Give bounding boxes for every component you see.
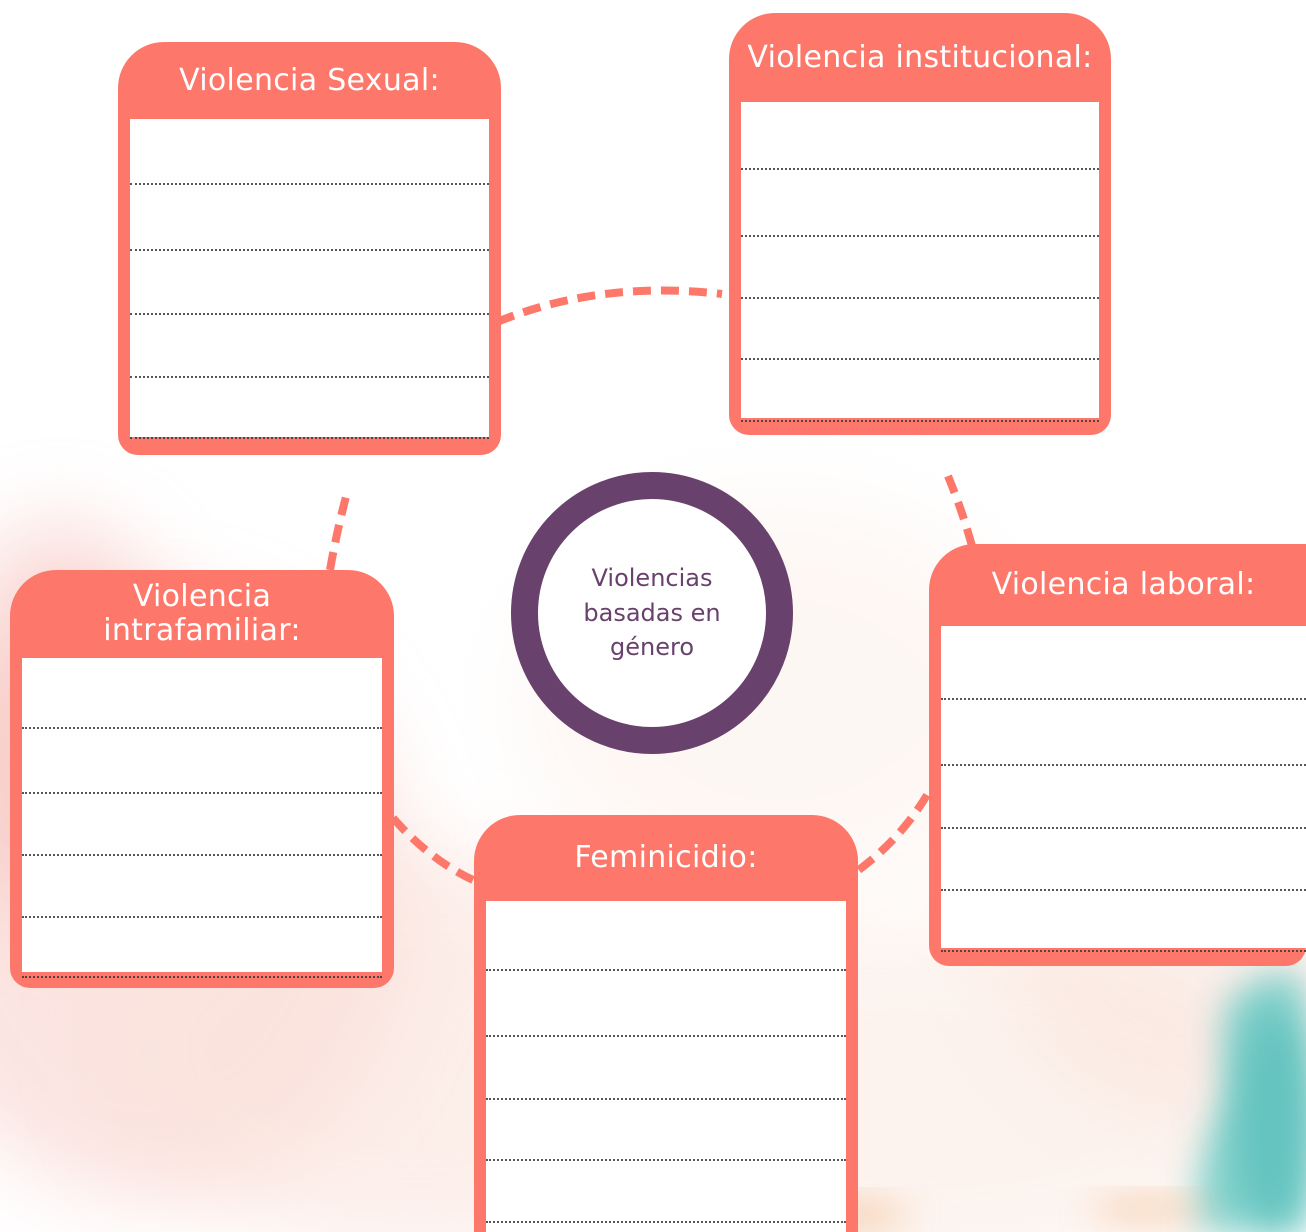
writing-line [22,727,382,729]
writing-line [486,969,846,971]
central-hub-circle: Violencias basadas en género [511,472,793,754]
card-writing-area[interactable] [130,119,489,439]
writing-line [941,764,1306,766]
card-title: Violencia intrafamiliar: [103,579,301,648]
card-writing-area[interactable] [941,626,1306,952]
writing-line [486,1221,846,1223]
writing-line [486,1098,846,1100]
writing-line [941,950,1306,952]
writing-line [741,297,1099,299]
writing-line [22,976,382,978]
card-title: Violencia Sexual: [179,62,440,98]
card-title: Violencia laboral: [991,567,1256,603]
card-feminicidio: Feminicidio: [474,815,858,1232]
writing-line [941,889,1306,891]
card-violencia-intrafamiliar: Violencia intrafamiliar: [10,570,394,988]
writing-line [130,376,489,378]
writing-line [486,1159,846,1161]
card-title: Violencia institucional: [747,39,1093,75]
writing-line [741,358,1099,360]
writing-line [741,420,1099,422]
hub-label: Violencias basadas en género [583,563,721,662]
card-writing-area[interactable] [741,102,1099,422]
writing-line [941,827,1306,829]
writing-line [130,437,489,439]
writing-line [22,792,382,794]
card-violencia-institucional: Violencia institucional: [729,13,1111,435]
writing-line [130,313,489,315]
writing-line [741,235,1099,237]
writing-line [130,249,489,251]
card-title: Feminicidio: [574,840,758,876]
writing-line [741,168,1099,170]
writing-line [486,1035,846,1037]
card-violencia-sexual: Violencia Sexual: [118,42,501,455]
writing-line [22,916,382,918]
writing-line [130,183,489,185]
card-violencia-laboral: Violencia laboral: [929,544,1306,966]
writing-line [941,698,1306,700]
card-writing-area[interactable] [486,901,846,1232]
card-writing-area[interactable] [22,658,382,978]
writing-line [22,854,382,856]
